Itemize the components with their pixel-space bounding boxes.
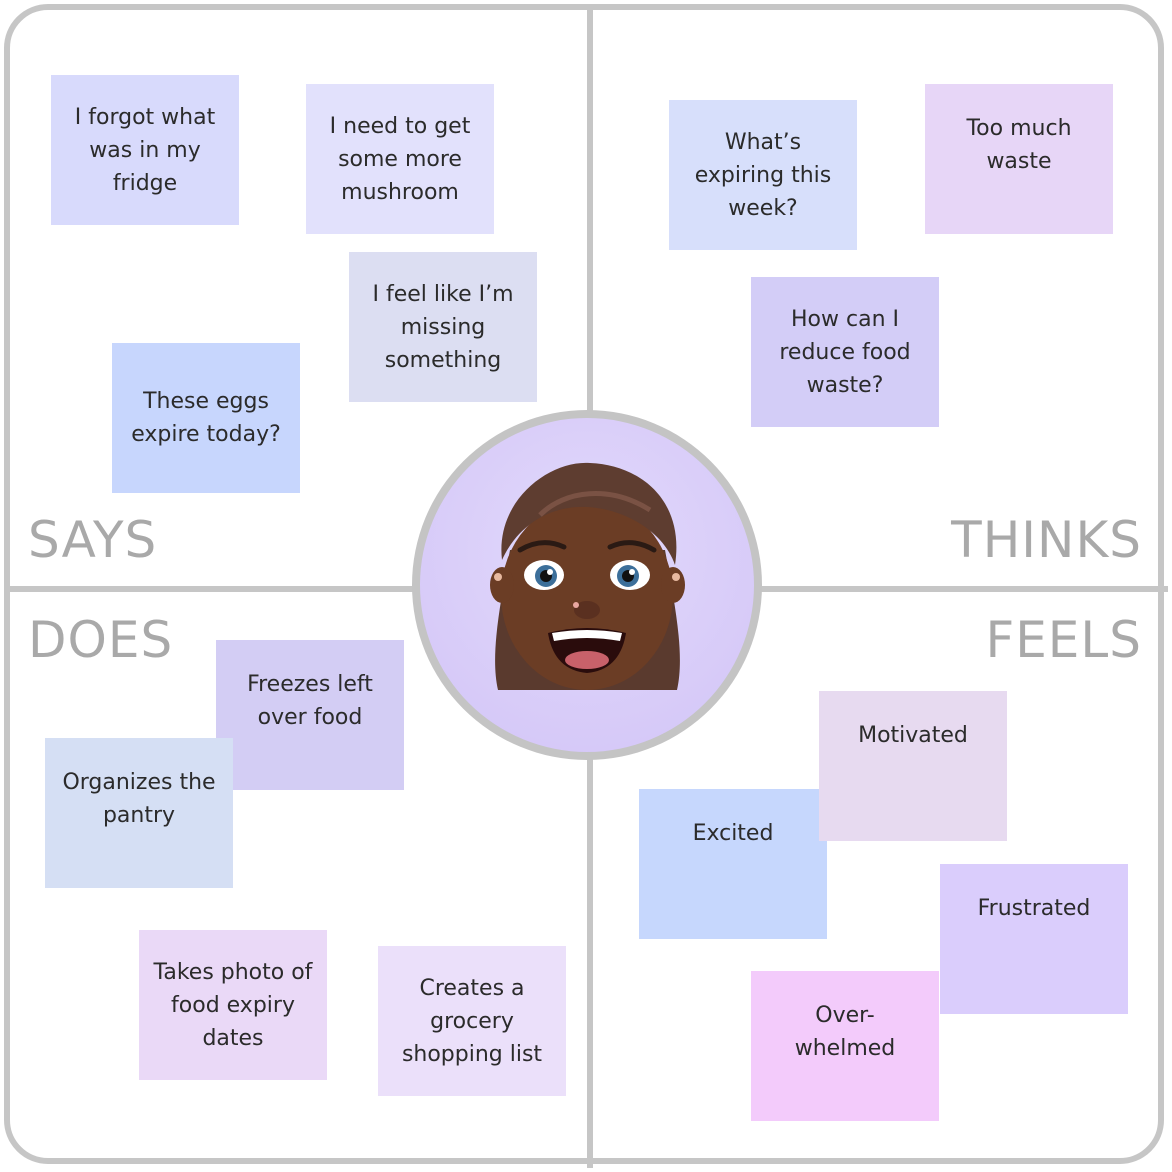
says-note[interactable]: I forgot what was in my fridge [51,75,239,225]
does-label: DOES [28,611,174,669]
does-note[interactable]: Creates a grocery shopping list [378,946,566,1096]
says-note[interactable]: These eggs expire today? [112,343,300,493]
thinks-note[interactable]: What’s expiring this week? [669,100,857,250]
memoji-avatar-icon [490,462,685,690]
says-note[interactable]: I need to get some more mushroom [306,84,494,234]
does-note[interactable]: Organizes the pantry [45,738,233,888]
feels-note[interactable]: Excited [639,789,827,939]
thinks-label: THINKS [951,511,1142,569]
does-note[interactable]: Takes photo of food expiry dates [139,930,327,1080]
feels-label: FEELS [985,611,1142,669]
feels-note[interactable]: Frustrated [940,864,1128,1014]
says-label: SAYS [28,511,158,569]
does-note[interactable]: Freezes left over food [216,640,404,790]
feels-note[interactable]: Over- whelmed [751,971,939,1121]
says-note[interactable]: I feel like I’m missing something [349,252,537,402]
feels-note[interactable]: Motivated [819,691,1007,841]
thinks-note[interactable]: Too much waste [925,84,1113,234]
thinks-note[interactable]: How can I reduce food waste? [751,277,939,427]
